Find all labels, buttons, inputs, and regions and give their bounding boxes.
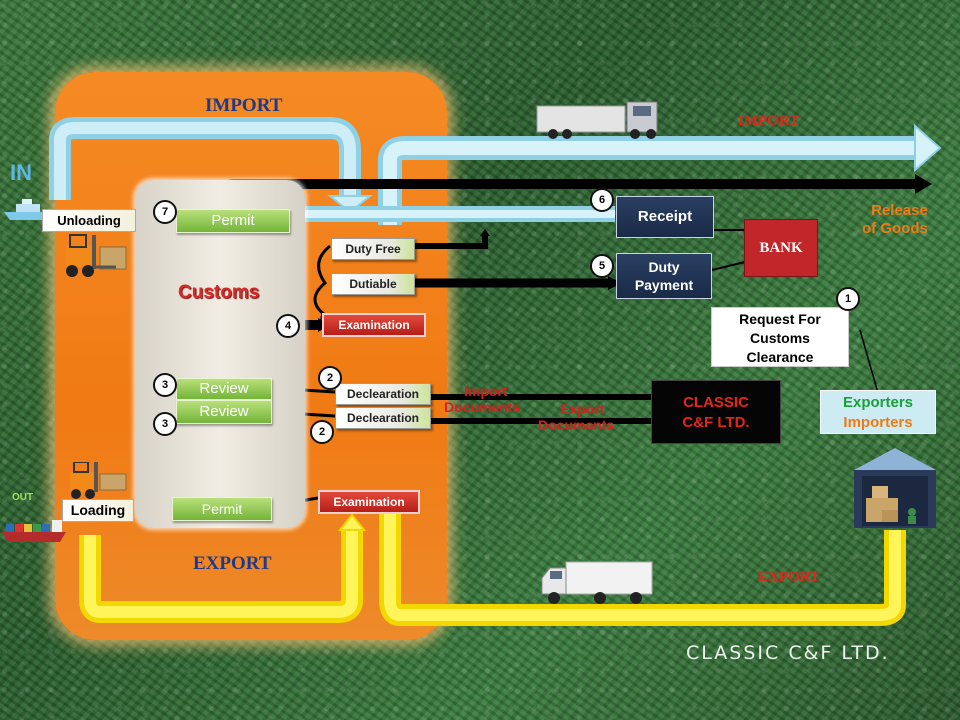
export-title: EXPORT bbox=[193, 553, 272, 574]
customs-label: Customs bbox=[178, 282, 260, 303]
permit-button-bottom[interactable]: Permit bbox=[172, 497, 272, 521]
import-title: IMPORT bbox=[205, 95, 283, 116]
loading-label: Loading bbox=[70, 502, 126, 518]
duty-free-tag: Duty Free bbox=[331, 238, 415, 260]
review-2-label: Review bbox=[199, 403, 249, 420]
declaration-1-label: Declearation bbox=[346, 387, 420, 401]
dutiable-tag: Dutiable bbox=[331, 273, 415, 295]
review-button-1[interactable]: Review bbox=[176, 378, 272, 400]
import-arrow-loop bbox=[49, 117, 373, 214]
loading-box: Loading bbox=[62, 499, 134, 522]
duty-free-label: Duty Free bbox=[345, 242, 401, 256]
export-arrow-loop bbox=[79, 512, 906, 627]
out-label: OUT bbox=[12, 492, 34, 503]
forklift-icon bbox=[66, 234, 127, 277]
receipt-to-permit-arrow bbox=[282, 200, 615, 228]
step-2b: 2 bbox=[310, 420, 334, 444]
review-1-label: Review bbox=[199, 380, 249, 397]
bank-box: BANK bbox=[744, 219, 818, 277]
export-right-title: EXPORT bbox=[758, 569, 820, 585]
truck-icon bbox=[536, 101, 658, 139]
truck-icon bbox=[541, 561, 653, 604]
unloading-label: Unloading bbox=[57, 213, 121, 228]
customs-panel bbox=[135, 180, 305, 528]
step-5: 5 bbox=[590, 254, 614, 278]
warehouse-icon bbox=[854, 448, 936, 528]
permit-top-label: Permit bbox=[211, 212, 255, 229]
review-button-2[interactable]: Review bbox=[176, 400, 272, 424]
release-arrow bbox=[220, 174, 932, 210]
declaration-tag-1: Declearation bbox=[335, 383, 431, 405]
step-2a: 2 bbox=[318, 366, 342, 390]
receipt-box: Receipt bbox=[616, 196, 714, 238]
examination-top-label: Examination bbox=[338, 318, 410, 332]
import-right-title: IMPORT bbox=[738, 113, 800, 129]
unloading-box: Unloading bbox=[42, 209, 136, 232]
dutiable-label: Dutiable bbox=[349, 277, 397, 291]
forklift-icon bbox=[70, 462, 127, 499]
receipt-label: Receipt bbox=[637, 208, 693, 225]
examination-box-top: Examination bbox=[322, 313, 426, 337]
in-label: IN bbox=[10, 160, 32, 185]
import-right-arrow bbox=[378, 123, 942, 225]
ship-icon bbox=[4, 199, 52, 220]
duty-free-arrow bbox=[415, 236, 488, 249]
permit-button-top[interactable]: Permit bbox=[176, 209, 290, 233]
step-6: 6 bbox=[590, 188, 614, 212]
step-7: 7 bbox=[153, 200, 177, 224]
cargo-ship-icon bbox=[2, 520, 66, 542]
step-4: 4 bbox=[276, 314, 300, 338]
step-3a: 3 bbox=[153, 373, 177, 397]
footer-brand: CLASSIC C&F LTD. bbox=[686, 642, 890, 664]
permit-bottom-label: Permit bbox=[201, 501, 243, 517]
declaration-2-label: Declearation bbox=[346, 411, 420, 425]
step-1: 1 bbox=[836, 287, 860, 311]
examination-bottom-label: Examination bbox=[333, 495, 405, 509]
declaration-tag-2: Declearation bbox=[335, 407, 431, 429]
examination-box-bottom: Examination bbox=[318, 490, 420, 514]
step-3b: 3 bbox=[153, 412, 177, 436]
